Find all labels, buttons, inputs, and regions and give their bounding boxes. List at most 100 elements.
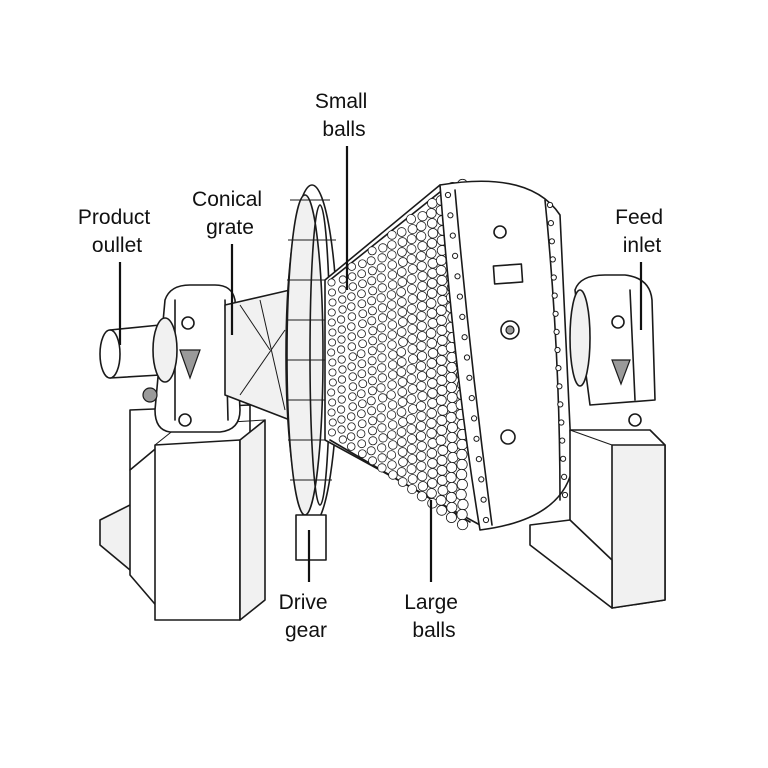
grinding-ball xyxy=(428,348,438,358)
grinding-ball xyxy=(428,318,438,328)
grinding-ball xyxy=(446,472,456,482)
rivet xyxy=(464,355,469,360)
grinding-ball xyxy=(357,410,365,418)
label-feed-inlet: Feed inlet xyxy=(615,206,669,257)
grinding-ball xyxy=(408,225,417,234)
label-product-outlet: Product oullet xyxy=(78,206,156,257)
grinding-ball xyxy=(338,336,345,343)
rivet xyxy=(553,311,558,316)
rivet xyxy=(472,416,477,421)
grinding-ball xyxy=(398,458,407,467)
grinding-ball xyxy=(407,285,416,294)
grinding-ball xyxy=(418,481,427,490)
grinding-ball xyxy=(358,270,366,278)
grinding-ball xyxy=(416,421,425,430)
grinding-ball xyxy=(358,360,366,368)
grinding-ball xyxy=(377,264,385,272)
grinding-ball xyxy=(348,363,356,371)
grinding-ball xyxy=(369,327,377,335)
grinding-ball xyxy=(368,357,376,365)
grinding-ball xyxy=(329,399,336,406)
grinding-ball xyxy=(398,388,407,397)
rivet xyxy=(481,497,486,502)
grinding-ball xyxy=(339,286,346,293)
grinding-ball xyxy=(388,361,397,370)
grinding-ball xyxy=(417,461,426,470)
grinding-ball xyxy=(388,381,397,390)
grinding-ball xyxy=(437,315,447,325)
grinding-ball xyxy=(387,451,396,460)
rivet xyxy=(552,293,557,298)
grinding-ball xyxy=(378,374,386,382)
grinding-ball xyxy=(389,351,398,360)
grinding-ball xyxy=(408,355,417,364)
grinding-ball xyxy=(348,343,356,351)
rivet xyxy=(455,274,460,279)
grinding-ball xyxy=(447,432,457,442)
grinding-ball xyxy=(349,383,357,391)
grinding-ball xyxy=(397,408,406,417)
rivet xyxy=(467,375,472,380)
grinding-ball xyxy=(388,441,397,450)
grinding-ball xyxy=(447,482,457,492)
grinding-ball xyxy=(368,387,376,395)
grinding-ball xyxy=(347,413,355,421)
grinding-ball xyxy=(368,347,376,355)
grinding-ball xyxy=(377,344,385,352)
grinding-ball xyxy=(329,359,336,366)
grinding-ball xyxy=(417,291,426,300)
grinding-ball xyxy=(377,404,385,412)
grinding-ball xyxy=(397,438,406,447)
grinding-ball xyxy=(338,376,345,383)
grinding-ball xyxy=(437,455,447,465)
rivet xyxy=(562,492,567,497)
grinding-ball xyxy=(436,305,446,315)
grinding-ball xyxy=(416,431,425,440)
grinding-ball xyxy=(369,287,377,295)
grinding-ball xyxy=(377,414,385,422)
grinding-ball xyxy=(427,378,437,388)
grinding-ball xyxy=(379,434,387,442)
grinding-ball xyxy=(416,361,425,370)
grinding-ball xyxy=(348,333,356,341)
grinding-ball xyxy=(378,304,386,312)
grinding-ball xyxy=(367,397,375,405)
grinding-ball xyxy=(398,478,407,487)
grinding-ball xyxy=(427,408,437,418)
grinding-ball xyxy=(397,358,406,367)
grinding-ball xyxy=(338,426,345,433)
grinding-ball xyxy=(328,429,335,436)
grinding-ball xyxy=(447,442,457,452)
grinding-ball xyxy=(349,283,357,291)
grinding-ball xyxy=(398,238,407,247)
grinding-ball xyxy=(337,406,344,413)
grinding-ball xyxy=(388,461,397,470)
grinding-ball xyxy=(427,448,437,458)
grinding-ball xyxy=(447,422,457,432)
grinding-ball xyxy=(368,367,376,375)
grinding-ball xyxy=(358,290,366,298)
grinding-ball xyxy=(437,465,447,475)
grinding-ball xyxy=(357,430,365,438)
grinding-ball xyxy=(388,401,397,410)
grinding-ball xyxy=(338,416,345,423)
grinding-ball xyxy=(357,350,365,358)
grinding-ball xyxy=(328,349,335,356)
grinding-ball xyxy=(456,489,466,499)
grinding-ball xyxy=(358,370,366,378)
grinding-ball xyxy=(359,320,367,328)
label-drive-gear: Drive gear xyxy=(279,591,334,642)
grinding-ball xyxy=(437,425,447,435)
grinding-ball xyxy=(398,378,407,387)
grinding-ball xyxy=(397,268,406,277)
grinding-ball xyxy=(407,275,416,284)
grinding-ball xyxy=(437,325,447,335)
grinding-ball xyxy=(408,485,417,494)
grinding-ball xyxy=(338,386,345,393)
grinding-ball xyxy=(407,255,416,264)
grinding-ball xyxy=(378,364,386,372)
grinding-ball xyxy=(388,251,397,260)
rivet xyxy=(550,257,555,262)
grinding-ball xyxy=(338,326,345,333)
grinding-ball xyxy=(417,331,426,340)
